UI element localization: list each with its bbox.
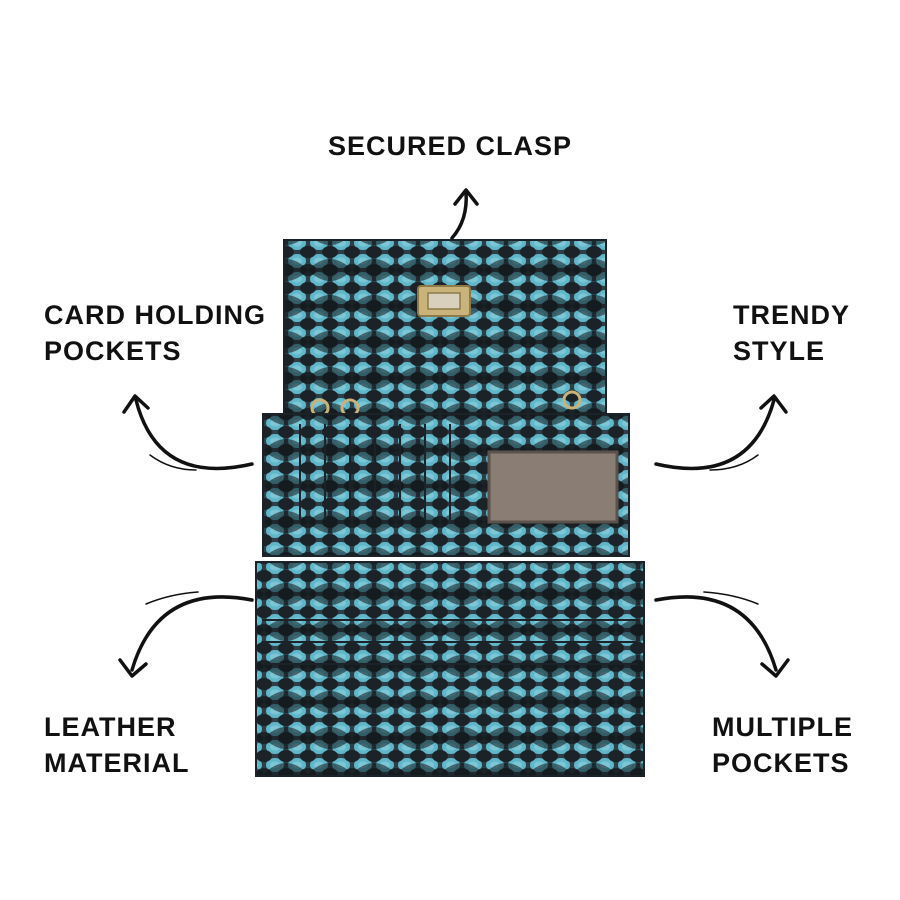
arrow-card-icon — [122, 394, 254, 471]
clasp-icon — [417, 285, 471, 317]
label-line: POCKETS — [44, 336, 182, 366]
label-line: STYLE — [733, 336, 826, 366]
wallet-top-flap — [283, 239, 607, 419]
wallet-card-panel — [262, 413, 630, 557]
label-line: MULTIPLE — [712, 712, 853, 742]
arrow-leather-icon — [118, 591, 254, 678]
arrow-multiple-icon — [654, 591, 790, 678]
label-line: LEATHER — [44, 712, 177, 742]
label-multiple-pockets: MULTIPLE POCKETS — [712, 709, 853, 781]
label-leather-material: LEATHER MATERIAL — [44, 709, 189, 781]
label-line: CARD HOLDING — [44, 300, 266, 330]
arrow-trendy-icon — [654, 394, 788, 471]
label-line: MATERIAL — [44, 748, 190, 778]
label-card-holding-pockets: CARD HOLDING POCKETS — [44, 297, 266, 369]
card-slots — [299, 424, 451, 520]
id-window — [487, 450, 619, 524]
label-line: SECURED CLASP — [327, 131, 573, 161]
label-line: POCKETS — [712, 748, 850, 778]
label-secured-clasp: SECURED CLASP — [0, 128, 900, 164]
label-trendy-style: TRENDY STYLE — [733, 297, 850, 369]
label-line: TRENDY — [733, 300, 851, 330]
arrow-up-icon — [450, 188, 479, 240]
wallet-bottom-panel — [255, 561, 645, 777]
